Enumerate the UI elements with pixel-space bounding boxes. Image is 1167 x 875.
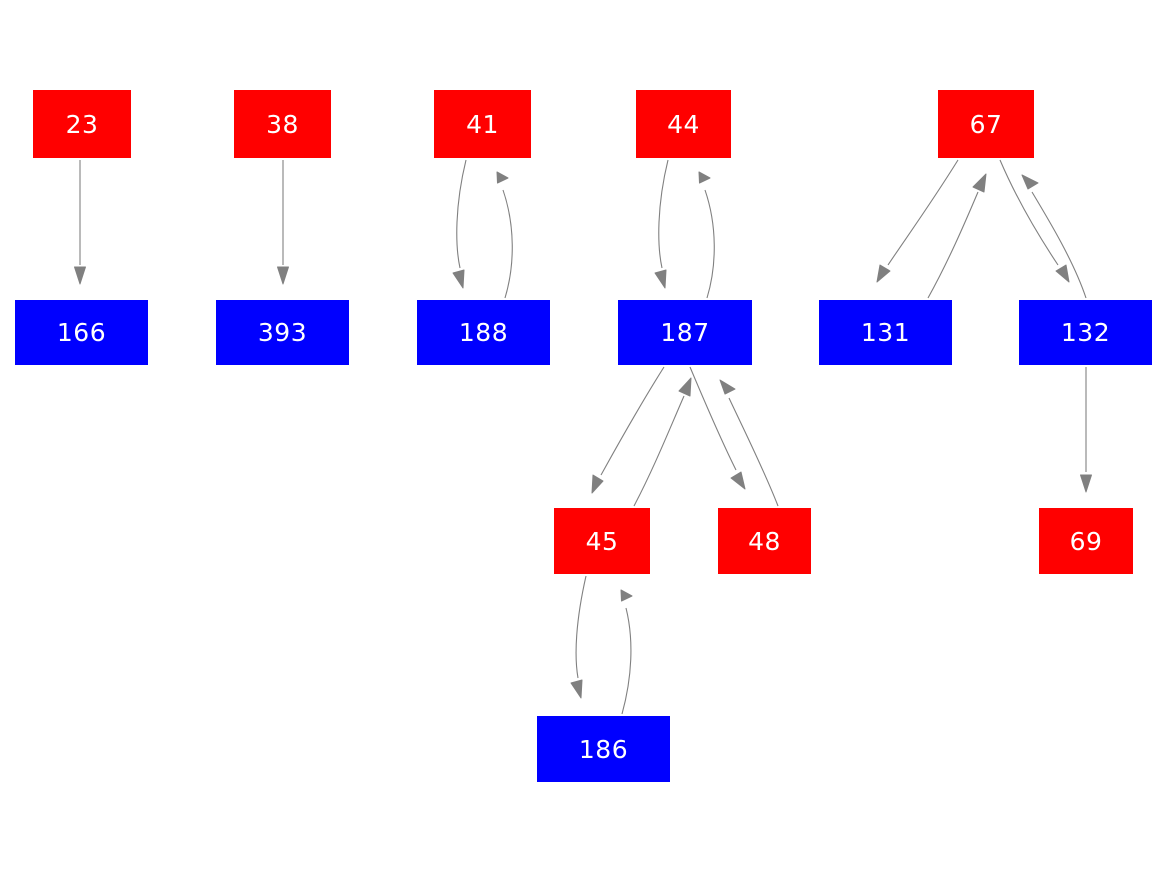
graph-node-label: 38: [266, 109, 299, 139]
edge-187-to-45: [591, 366, 665, 494]
arrowhead-icon: [698, 171, 711, 184]
edge-line: [1031, 191, 1087, 299]
edge-line: [927, 191, 979, 299]
edge-line: [689, 366, 737, 471]
graph-node-38[interactable]: 38: [234, 90, 331, 158]
arrowhead-icon: [730, 471, 746, 490]
arrowhead-icon: [972, 173, 987, 193]
edge-line: [999, 159, 1059, 266]
edge-41-to-188: [452, 159, 467, 289]
arrowhead-icon: [570, 679, 583, 699]
arrowhead-icon: [1055, 264, 1070, 283]
edge-line: [502, 189, 513, 299]
graph-node-label: 393: [257, 318, 308, 347]
edge-line: [728, 397, 779, 507]
graph-node-label: 186: [578, 734, 629, 764]
graph-node-label: 45: [585, 526, 619, 556]
arrowhead-icon: [620, 589, 633, 602]
edge-line: [887, 159, 959, 266]
graph-node-label: 69: [1069, 526, 1103, 556]
graph-node-188[interactable]: 188: [417, 300, 550, 365]
arrowhead-icon: [1080, 474, 1092, 493]
arrowhead-icon: [496, 171, 509, 184]
edge-line: [621, 607, 632, 715]
graph-node-label: 188: [458, 318, 509, 347]
graph-node-label: 131: [860, 318, 911, 347]
graph-node-131[interactable]: 131: [819, 300, 952, 365]
graph-node-393[interactable]: 393: [216, 300, 349, 365]
arrowhead-icon: [719, 379, 736, 395]
arrowhead-icon: [654, 269, 667, 289]
edge-line: [575, 575, 587, 679]
edge-line: [704, 189, 715, 299]
graph-node-187[interactable]: 187: [618, 300, 752, 365]
edge-187-to-44: [698, 171, 715, 299]
graph-node-label: 48: [748, 526, 781, 556]
edge-132-to-67: [1021, 174, 1087, 299]
graph-node-132[interactable]: 132: [1019, 300, 1152, 365]
arrowhead-icon: [591, 474, 604, 494]
edge-line: [633, 395, 685, 507]
graph-node-166[interactable]: 166: [15, 300, 148, 365]
graph-node-label: 187: [660, 318, 710, 347]
graph-node-label: 166: [56, 318, 107, 347]
edge-44-to-187: [654, 159, 669, 289]
edge-132-to-69: [1080, 366, 1092, 493]
edge-48-to-187: [719, 379, 779, 507]
edge-188-to-41: [496, 171, 513, 299]
graph-node-label: 67: [969, 109, 1003, 139]
graph-node-label: 23: [65, 109, 99, 139]
arrowhead-icon: [1021, 174, 1039, 190]
graph-node-186[interactable]: 186: [537, 716, 670, 782]
graph-node-48[interactable]: 48: [718, 508, 811, 574]
arrowhead-icon: [452, 269, 465, 289]
graph-node-67[interactable]: 67: [938, 90, 1034, 158]
arrowhead-icon: [74, 266, 86, 285]
edge-187-to-48: [689, 366, 746, 490]
arrowhead-icon: [876, 264, 891, 283]
graph-node-label: 44: [667, 109, 700, 139]
edge-45-to-186: [570, 575, 587, 699]
arrowhead-icon: [277, 266, 289, 285]
graph-node-45[interactable]: 45: [554, 508, 650, 574]
graph-node-label: 41: [466, 109, 499, 139]
edge-67-to-131: [876, 159, 959, 283]
edge-186-to-45: [620, 589, 633, 715]
graph-node-69[interactable]: 69: [1039, 508, 1133, 574]
edge-67-to-132: [999, 159, 1070, 283]
edge-38-to-393: [277, 159, 289, 285]
edge-131-to-67: [927, 173, 987, 299]
graph-node-44[interactable]: 44: [636, 90, 731, 158]
edge-23-to-166: [74, 159, 86, 285]
edge-line: [456, 159, 467, 269]
graph-node-label: 132: [1060, 318, 1111, 347]
edge-line: [600, 366, 665, 476]
edge-line: [658, 159, 669, 269]
arrowhead-icon: [678, 377, 692, 397]
graph-node-41[interactable]: 41: [434, 90, 531, 158]
graph-node-23[interactable]: 23: [33, 90, 131, 158]
edge-45-to-187: [633, 377, 692, 507]
